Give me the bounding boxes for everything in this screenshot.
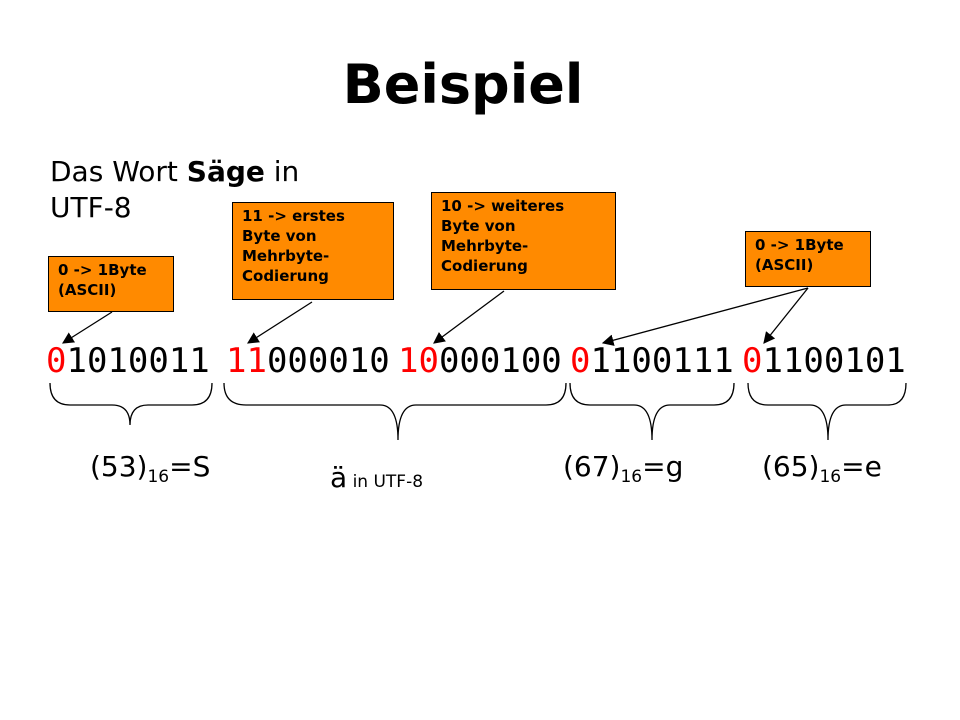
annotation-box-first-byte: 11 -> erstes Byte von Mehrbyte- Codierun… xyxy=(232,202,394,300)
annotation-line: Mehrbyte- xyxy=(242,247,330,265)
byte-payload-bits: 1010011 xyxy=(66,341,210,381)
result-subscript: 16 xyxy=(620,467,643,487)
subtitle-prefix: Das Wort xyxy=(50,155,187,188)
byte-marker-bits: 10 xyxy=(398,341,439,381)
byte-4: 01100111 xyxy=(570,341,734,381)
arrow-first-byte xyxy=(247,301,313,344)
brace-byte-1 xyxy=(49,382,213,426)
annotation-line: Codierung xyxy=(242,267,329,285)
arrow-ascii-to-e xyxy=(763,287,809,344)
brace-byte-5 xyxy=(747,382,907,441)
annotation-box-ascii-1: 0 -> 1Byte (ASCII) xyxy=(48,256,174,312)
brace-byte-4 xyxy=(569,382,735,441)
result-value: =g xyxy=(642,450,684,483)
annotation-line: 10 -> weiteres xyxy=(441,197,565,215)
byte-marker-bits: 0 xyxy=(46,341,67,381)
result-base: (53) xyxy=(90,450,148,483)
arrow-ascii-1 xyxy=(62,311,113,344)
result-e: (65)16=e xyxy=(762,450,882,486)
byte-payload-bits: 1100111 xyxy=(590,341,734,381)
annotation-line: 11 -> erstes xyxy=(242,207,345,225)
result-subscript: 16 xyxy=(147,467,170,487)
annotation-line: Codierung xyxy=(441,257,528,275)
brace-bytes-2-3 xyxy=(223,382,567,441)
slide-title: Beispiel xyxy=(342,53,584,116)
result-s: (53)16=S xyxy=(90,450,211,486)
byte-payload-bits: 000100 xyxy=(438,341,562,381)
annotation-box-continuation-byte: 10 -> weiteres Byte von Mehrbyte- Codier… xyxy=(431,192,616,290)
result-g: (67)16=g xyxy=(563,450,684,486)
byte-marker-bits: 0 xyxy=(742,341,763,381)
result-base: (65) xyxy=(762,450,820,483)
byte-1: 01010011 xyxy=(46,341,210,381)
byte-2: 11000010 xyxy=(226,341,390,381)
annotation-line: 0 -> 1Byte xyxy=(755,236,844,254)
annotation-line: Byte von xyxy=(242,227,317,245)
subtitle-line2: UTF-8 xyxy=(50,191,132,224)
annotation-line: (ASCII) xyxy=(58,281,117,299)
annotation-line: Byte von xyxy=(441,217,516,235)
annotation-line: 0 -> 1Byte xyxy=(58,261,147,279)
arrow-ascii-to-g xyxy=(601,287,809,346)
byte-5: 01100101 xyxy=(742,341,906,381)
subtitle-suffix: in xyxy=(264,155,300,188)
byte-3: 10000100 xyxy=(398,341,562,381)
byte-payload-bits: 000010 xyxy=(266,341,390,381)
byte-marker-bits: 0 xyxy=(570,341,591,381)
result-base: (67) xyxy=(563,450,621,483)
subtitle-word: Säge xyxy=(186,155,265,188)
result-value: =S xyxy=(169,450,211,483)
annotation-line: Mehrbyte- xyxy=(441,237,529,255)
result-a-umlaut: ä in UTF-8 xyxy=(330,462,423,498)
byte-marker-bits: 11 xyxy=(226,341,267,381)
slide-subtitle: Das Wort Säge in UTF-8 xyxy=(50,154,350,226)
annotation-line: (ASCII) xyxy=(755,256,814,274)
result-subscript: 16 xyxy=(819,467,842,487)
annotation-box-ascii-2: 0 -> 1Byte (ASCII) xyxy=(745,231,871,287)
byte-payload-bits: 1100101 xyxy=(762,341,906,381)
result-main: ä xyxy=(330,461,348,494)
arrow-continuation-byte xyxy=(433,290,505,344)
result-note: in UTF-8 xyxy=(347,472,424,492)
result-value: =e xyxy=(841,450,882,483)
